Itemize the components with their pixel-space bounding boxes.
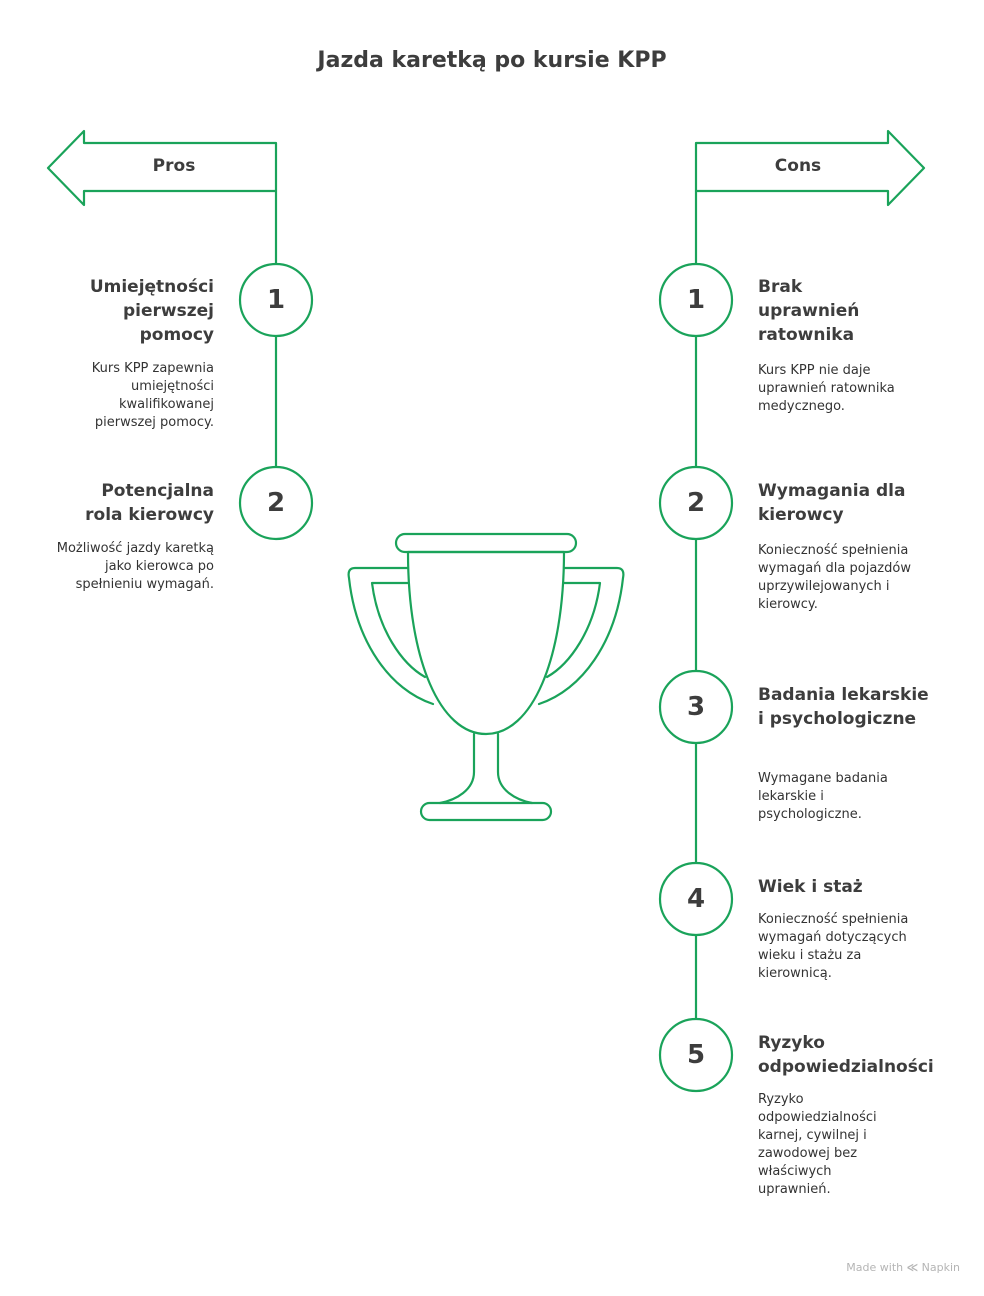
cons-marker-3 [658, 669, 734, 745]
cons-item-3-number: 3 [686, 692, 706, 722]
cons-marker-1 [658, 262, 734, 338]
trophy-icon [347, 532, 625, 822]
cons-item-5-heading: Ryzyko odpowiedzialności [758, 1033, 934, 1077]
footer-made-with: Made with [846, 1261, 904, 1274]
pros-marker-1 [238, 262, 314, 338]
footer-brand: Napkin [921, 1261, 960, 1274]
cons-item-3-heading: Badania lekarskie i psychologiczne [758, 685, 929, 729]
cons-item-1-description: Kurs KPP nie daje uprawnień ratownika me… [758, 363, 895, 414]
cons-item-5-number: 5 [686, 1040, 706, 1070]
cons-marker-4 [658, 861, 734, 937]
pros-item-2-number: 2 [266, 488, 286, 518]
cons-marker-5 [658, 1017, 734, 1093]
cons-item-3-description: Wymagane badania lekarskie i psychologic… [758, 771, 888, 822]
footer-credit: Made with ≪ Napkin [846, 1261, 960, 1274]
cons-item-2-heading: Wymagania dla kierowcy [758, 481, 906, 525]
cons-item-4-number: 4 [686, 884, 706, 914]
pros-marker-2 [238, 465, 314, 541]
cons-arrow [694, 129, 926, 207]
cons-item-1-number: 1 [686, 285, 706, 315]
cons-item-4-heading: Wiek i staż [758, 877, 863, 897]
cons-item-2-description: Konieczność spełnienia wymagań dla pojaz… [758, 543, 911, 612]
napkin-icon: ≪ [906, 1261, 919, 1274]
cons-item-4-description: Konieczność spełnienia wymagań dotyczący… [758, 912, 909, 981]
pros-item-2-description: Możliwość jazdy karetką jako kierowca po… [56, 541, 214, 592]
pros-item-1-heading: Umiejętności pierwszej pomocy [89, 277, 214, 345]
pros-item-2-heading: Potencjalna rola kierowcy [85, 481, 214, 525]
page-title: Jazda karetką po kursie KPP [317, 48, 667, 73]
pros-item-1-description: Kurs KPP zapewnia umiejętności kwalifiko… [91, 361, 214, 430]
cons-marker-2 [658, 465, 734, 541]
cons-label: Cons [774, 156, 822, 176]
cons-item-2-number: 2 [686, 488, 706, 518]
cons-item-1-heading: Brak uprawnień ratownika [758, 277, 860, 345]
pros-item-1-number: 1 [266, 285, 286, 315]
pros-arrow [46, 129, 278, 207]
cons-item-5-description: Ryzyko odpowiedzialności karnej, cywilne… [758, 1092, 877, 1197]
pros-label: Pros [152, 156, 196, 176]
